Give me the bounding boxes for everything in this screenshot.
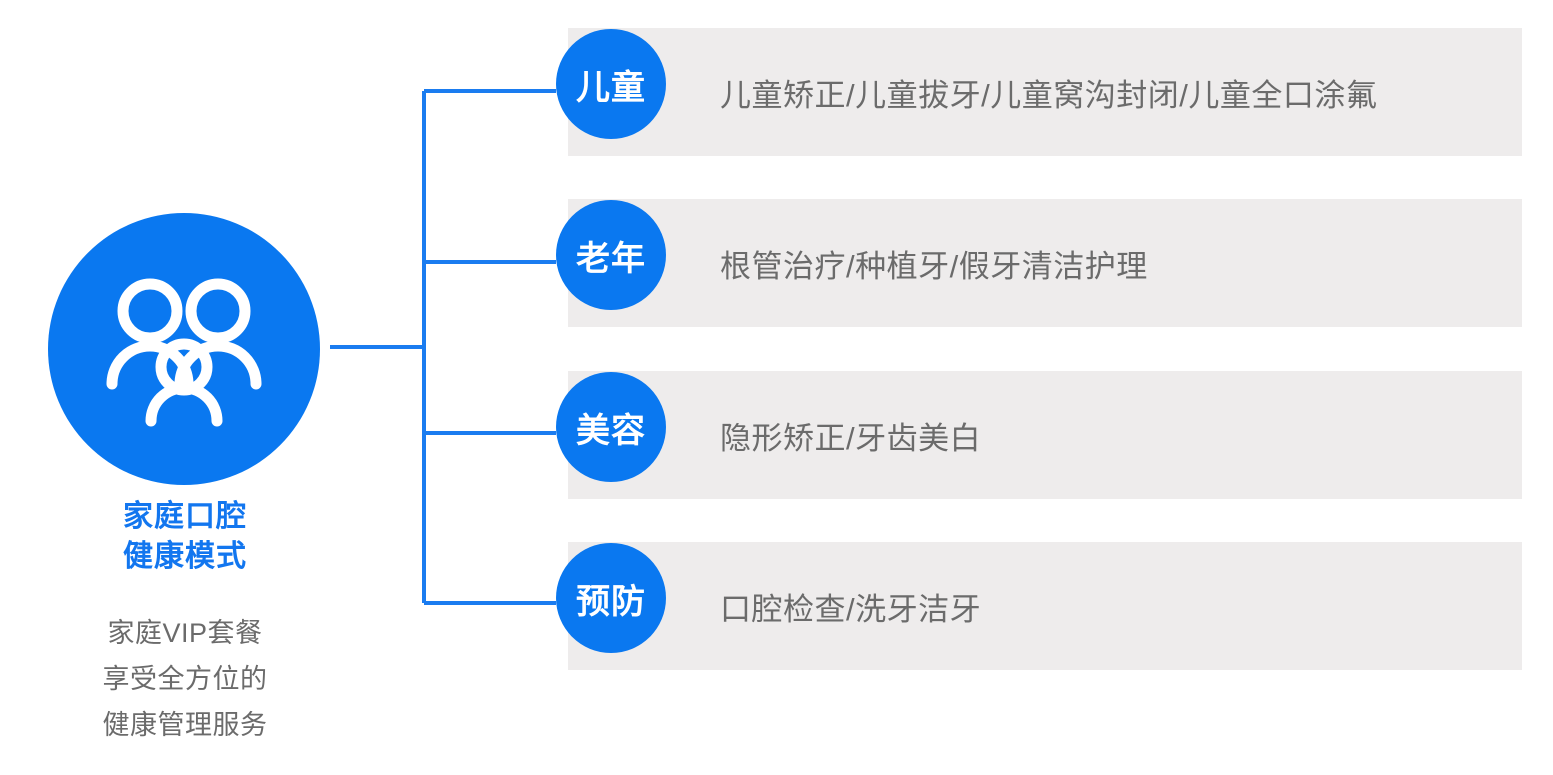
family-three-persons-icon bbox=[106, 278, 262, 427]
hub-title: 家庭口腔 健康模式 bbox=[0, 497, 370, 577]
hub-subtitle-line-1: 家庭VIP套餐 bbox=[107, 618, 263, 648]
hub-title-line-2: 健康模式 bbox=[123, 540, 247, 573]
branch-bar bbox=[568, 28, 1522, 156]
hub-subtitle-line-2: 享受全方位的 bbox=[102, 664, 268, 694]
branch-bar bbox=[568, 199, 1522, 327]
branch-bar bbox=[568, 371, 1522, 499]
branch-badge-children[interactable]: 儿童 bbox=[556, 29, 666, 139]
branch-services-text: 口腔检查/洗牙洁牙 bbox=[720, 591, 982, 627]
branch-badge-cosmetic[interactable]: 美容 bbox=[556, 372, 666, 482]
branch-services-text: 儿童矫正/儿童拔牙/儿童窝沟封闭/儿童全口涂氟 bbox=[720, 77, 1378, 113]
branch-services-text: 隐形矫正/牙齿美白 bbox=[720, 420, 982, 456]
branch-services-text: 根管治疗/种植牙/假牙清洁护理 bbox=[720, 248, 1148, 284]
branch-badge-elderly[interactable]: 老年 bbox=[556, 200, 666, 310]
hub-node bbox=[48, 213, 320, 485]
hub-title-line-1: 家庭口腔 bbox=[123, 500, 247, 533]
branch-badge-prevention[interactable]: 预防 bbox=[556, 543, 666, 653]
branch-bar bbox=[568, 542, 1522, 670]
hub-subtitle-line-3: 健康管理服务 bbox=[102, 710, 268, 740]
hub-subtitle: 家庭VIP套餐 享受全方位的 健康管理服务 bbox=[0, 610, 370, 748]
